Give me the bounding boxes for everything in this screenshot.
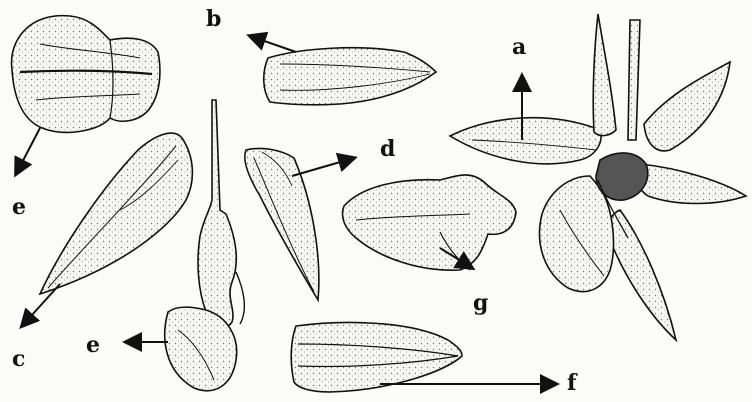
petal-c-part	[40, 133, 192, 294]
column-g-part	[343, 175, 517, 270]
label-e-top: e	[12, 196, 26, 218]
label-f: f	[567, 372, 576, 394]
whole-flower-part	[450, 14, 746, 340]
label-d: d	[380, 138, 395, 160]
label-b: b	[206, 8, 221, 30]
sepal-f-part	[291, 323, 462, 392]
arrow-e-top	[16, 128, 40, 174]
label-e-bottom: e	[86, 334, 100, 356]
labellum-front-part	[12, 16, 160, 133]
sepal-b-part	[264, 48, 436, 105]
label-g: g	[473, 292, 488, 314]
arrow-b	[250, 36, 296, 52]
label-c: c	[12, 348, 25, 370]
label-a: a	[512, 36, 526, 58]
arrow-d	[292, 158, 354, 176]
